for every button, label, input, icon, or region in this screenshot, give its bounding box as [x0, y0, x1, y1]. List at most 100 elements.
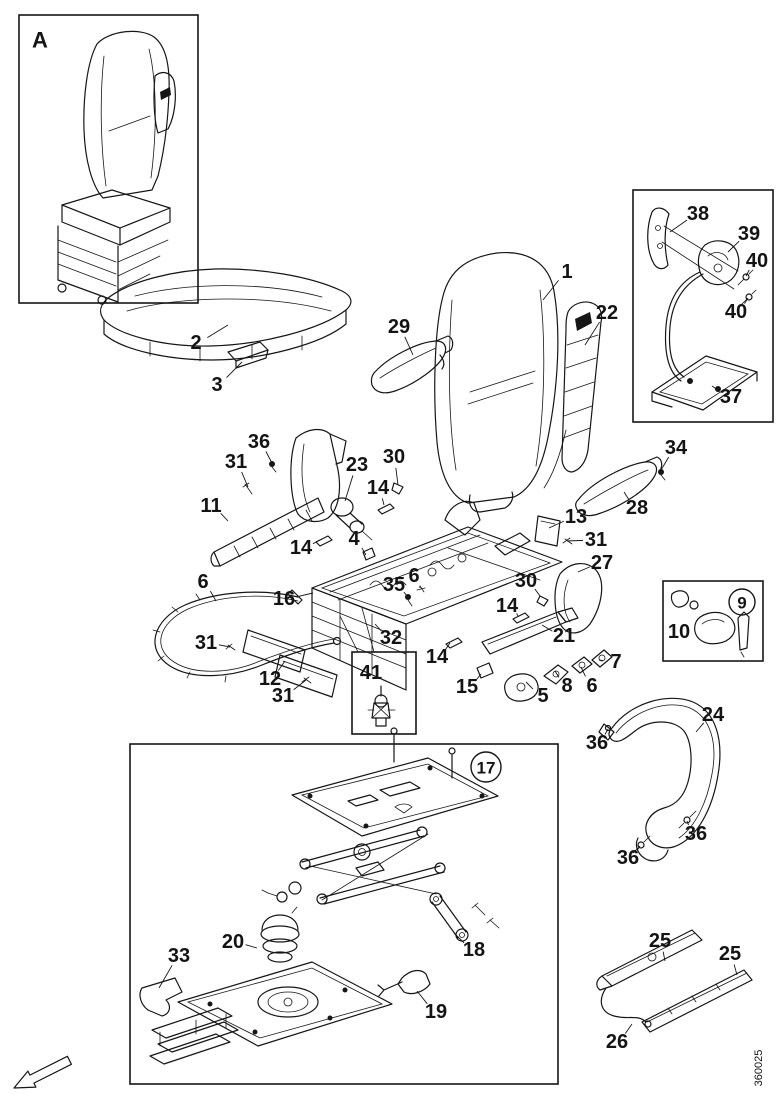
callout-label-35-25: 35: [383, 574, 405, 596]
valve-box-border: [351, 651, 417, 735]
leader-line-14: [312, 538, 323, 545]
callout-label-32-32: 32: [380, 627, 402, 649]
part-belt-guide-22: [543, 301, 603, 489]
leader-line-31: [241, 471, 249, 488]
leader-line-20: [245, 944, 258, 949]
leader-line-16: [296, 592, 314, 598]
leader-line-13: [548, 520, 565, 529]
part-7: [591, 649, 613, 668]
part-seat-belt-24: [598, 697, 721, 862]
part-armrest-29: [370, 335, 454, 394]
callout-label-23-13: 23: [346, 454, 368, 476]
leader-line-36: [604, 728, 609, 735]
part-38-panel: [647, 207, 670, 270]
circled-callout-ring-9: [728, 588, 756, 616]
leader-line-19: [416, 990, 428, 1005]
figure-number: 360025: [753, 1050, 765, 1087]
leader-line-25: [733, 964, 738, 976]
circled-callout-ring-17: [470, 751, 502, 783]
part-8: [543, 664, 569, 685]
inset-base: [57, 225, 119, 303]
part-6-block: [571, 656, 593, 674]
callout-label-30-27: 30: [515, 570, 537, 592]
callout-label-15-35: 15: [456, 676, 478, 698]
callout-label-24-41: 24: [702, 704, 725, 726]
callout-label-31-31: 31: [272, 685, 294, 707]
circled-callout-label-17: 17: [477, 759, 496, 778]
direction-arrow: [13, 1055, 72, 1089]
callout-label-14-28: 14: [496, 595, 519, 617]
callout-label-26-52: 26: [606, 1031, 628, 1053]
part-rails-25: [596, 929, 753, 1033]
leader-line-28: [623, 491, 630, 500]
leader-line-31: [218, 644, 231, 648]
callout-label-25-51: 25: [719, 943, 741, 965]
callout-label-27-18: 27: [591, 552, 613, 574]
leader-line-21: [541, 624, 553, 632]
leader-line-33: [158, 965, 173, 989]
leader-line-11: [220, 512, 229, 522]
callout-label-21-40: 21: [553, 625, 575, 647]
leader-line-8: [554, 670, 560, 678]
callout-label-31-29: 31: [195, 632, 217, 654]
detail-box-border: [632, 189, 774, 423]
leader-line-1: [542, 280, 559, 301]
inset-backrest: [83, 30, 170, 199]
part-10-buckle: [694, 611, 736, 645]
callout-label-37-9: 37: [720, 386, 742, 408]
callout-label-25-50: 25: [649, 930, 671, 952]
leader-line-24: [695, 722, 705, 733]
circled-callout-label-9: 9: [737, 594, 746, 613]
part-bracket-13: [534, 515, 561, 547]
leader-line-38: [669, 219, 688, 233]
leader-line-36: [686, 820, 690, 826]
callout-label-3-3: 3: [211, 374, 222, 396]
frame-tube: [664, 271, 701, 382]
part-rail-21: [445, 537, 579, 655]
leader-line-6: [580, 666, 586, 677]
inset-a-border: [18, 14, 199, 304]
detail-box-headrest-mount: [632, 189, 774, 423]
callout-label-11-12: 11: [200, 495, 221, 517]
detail-box-suspension-17: [129, 727, 559, 1085]
callout-label-10-45: 10: [668, 621, 690, 643]
leader-line-31: [566, 539, 584, 542]
callout-label-19-49: 19: [425, 1001, 447, 1023]
leader-line-15: [476, 673, 482, 680]
callout-label-8-37: 8: [561, 675, 572, 697]
part-knob-23: [330, 497, 373, 541]
leader-line-5: [525, 681, 534, 690]
leader-line-40: [745, 269, 750, 277]
callout-label-29-4: 29: [388, 316, 410, 338]
part-side-panel: [290, 428, 347, 523]
leader-line-4: [361, 547, 367, 556]
inset-a-complete-seat: [18, 14, 199, 305]
callout-label-14-15: 14: [367, 477, 390, 499]
callout-label-39-6: 39: [738, 223, 760, 245]
part-bellows-20: [260, 906, 300, 963]
callout-label-6-26: 6: [408, 565, 419, 587]
leader-line-14: [445, 642, 451, 650]
suspension-box-border: [129, 743, 559, 1085]
leader-line-31: [293, 679, 307, 691]
callout-label-1-0: 1: [561, 261, 572, 283]
part-40-screws: [737, 269, 757, 306]
callout-label-30-14: 30: [383, 446, 405, 468]
callout-label-40-7: 40: [746, 250, 768, 272]
fastener-clips-upper: [242, 461, 404, 547]
leader-line-35: [403, 591, 408, 597]
leader-line-36: [265, 451, 273, 464]
callout-label-31-11: 31: [225, 451, 247, 473]
leader-line-18: [453, 932, 465, 944]
callout-label-14-21: 14: [290, 537, 313, 559]
buckle-box-border: [662, 580, 764, 662]
small-latch-blocks: [476, 649, 613, 702]
leader-line-12: [277, 660, 286, 671]
leader-line-7: [598, 659, 604, 662]
detail-box-valve-41: [339, 607, 417, 735]
callout-label-33-47: 33: [168, 945, 190, 967]
leader-line-39: [727, 240, 740, 253]
callout-label-36-44: 36: [617, 847, 639, 869]
callout-label-34-19: 34: [665, 437, 688, 459]
